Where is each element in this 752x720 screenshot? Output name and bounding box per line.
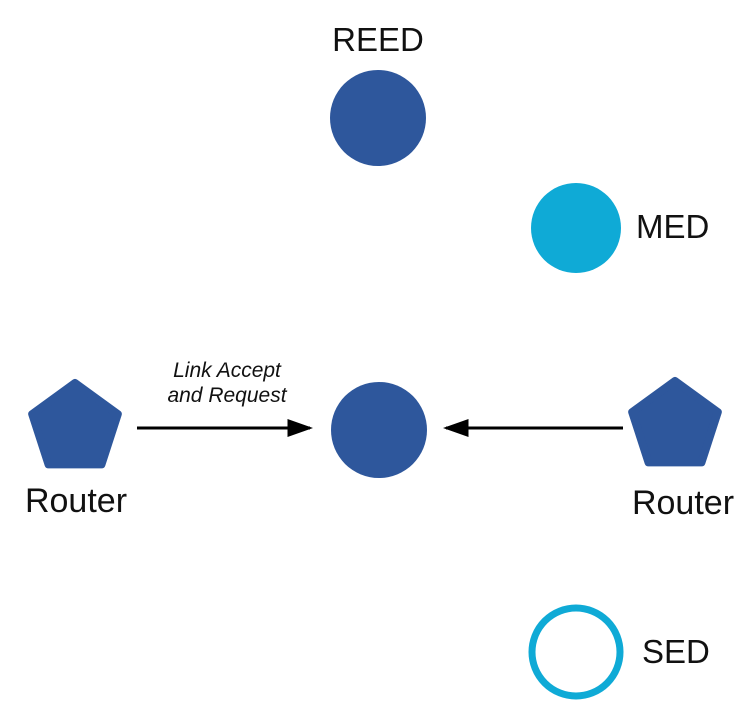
reed-node-circle xyxy=(330,70,426,166)
center-node-circle xyxy=(331,382,427,478)
left-arrow-label-line1: Link Accept xyxy=(173,359,281,382)
med-label: MED xyxy=(636,208,710,245)
sed-label: SED xyxy=(642,633,710,670)
reed-label: REED xyxy=(332,21,424,58)
med-node-circle xyxy=(531,183,621,273)
router-left-label: Router xyxy=(24,482,128,520)
sed-node-circle xyxy=(528,604,624,700)
router-right-pentagon xyxy=(628,377,722,467)
left-arrow-label-line2: and Request xyxy=(167,384,287,407)
left-arrow-label: Link Accept and Request xyxy=(167,358,286,408)
router-left-pentagon xyxy=(28,379,122,469)
router-right-label: Router xyxy=(631,484,735,522)
